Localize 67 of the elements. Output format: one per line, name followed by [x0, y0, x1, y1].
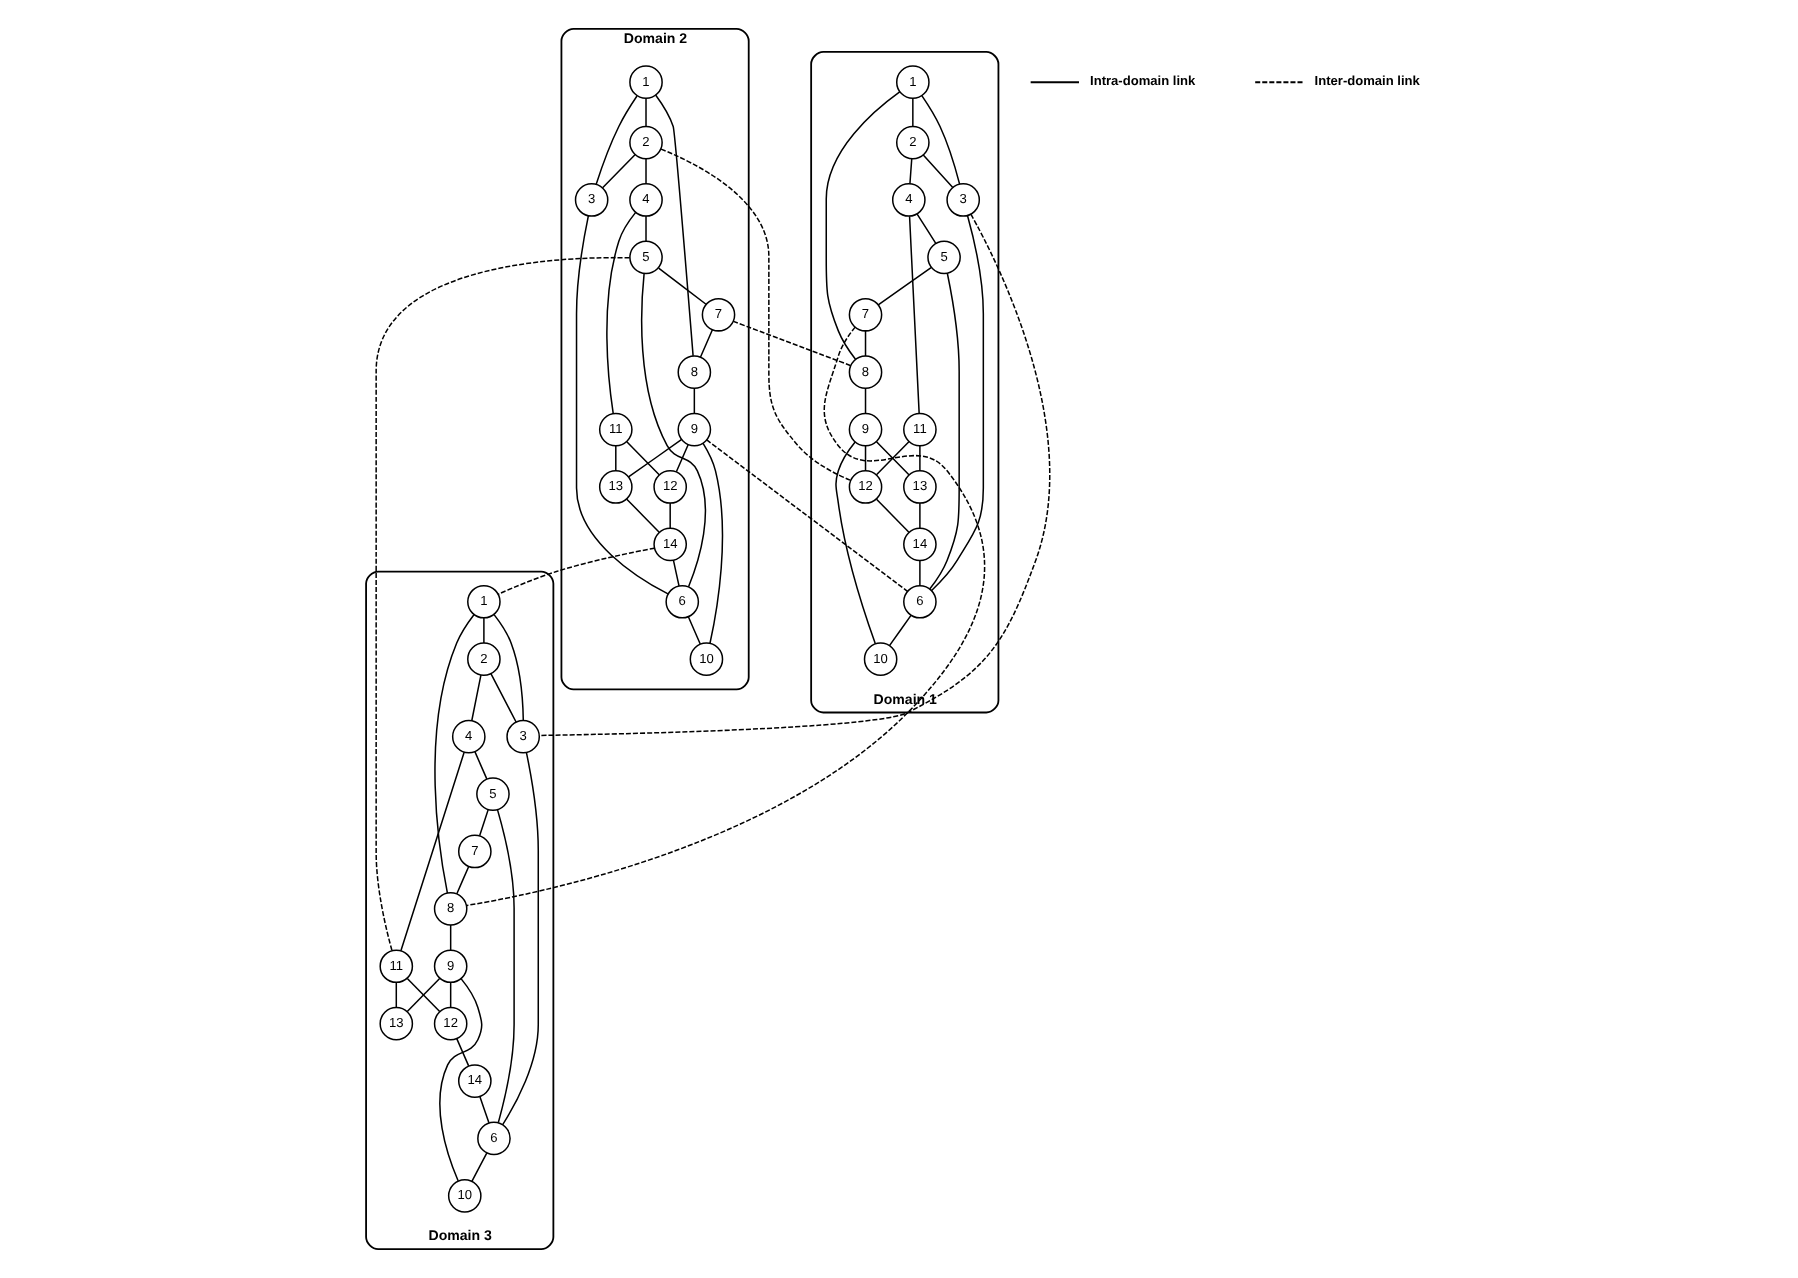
connector — [835, 441, 877, 645]
connector — [645, 215, 647, 242]
connector — [465, 326, 986, 907]
connector — [864, 330, 867, 357]
connector — [864, 444, 867, 472]
connector — [672, 559, 680, 587]
connector — [490, 672, 517, 723]
connector — [439, 977, 483, 1182]
connector — [538, 213, 1051, 737]
connector — [930, 215, 985, 592]
connector — [875, 498, 910, 533]
connector — [501, 751, 540, 1126]
connector — [626, 498, 660, 533]
connector — [916, 213, 937, 245]
connector — [645, 97, 647, 127]
connector — [493, 613, 525, 722]
connector — [627, 438, 683, 478]
connector — [669, 502, 671, 529]
connector — [693, 387, 696, 415]
connector — [483, 617, 485, 644]
connector — [497, 547, 656, 595]
connector — [471, 1152, 488, 1183]
connector — [375, 256, 631, 952]
connector — [640, 272, 707, 588]
connector — [595, 95, 638, 186]
connector — [919, 444, 921, 472]
connector — [929, 272, 960, 590]
connector — [732, 320, 852, 367]
connector — [496, 809, 515, 1124]
connector — [919, 502, 921, 529]
connector — [606, 211, 637, 415]
connector — [575, 215, 669, 595]
connector — [919, 559, 921, 587]
connector — [864, 387, 867, 415]
connector — [449, 981, 452, 1009]
connector — [660, 148, 852, 482]
connector — [706, 439, 909, 593]
connector — [909, 157, 913, 185]
connector — [456, 1037, 470, 1067]
connector — [825, 91, 901, 360]
connector — [601, 154, 636, 189]
connector — [699, 329, 714, 358]
connector — [471, 674, 482, 722]
connector — [657, 267, 707, 305]
connector — [875, 441, 910, 476]
connector — [922, 154, 954, 189]
connector — [626, 441, 660, 476]
connector — [478, 808, 489, 837]
connector — [400, 751, 465, 952]
connector — [474, 750, 488, 780]
connector — [479, 1095, 490, 1124]
connector — [456, 865, 470, 895]
connector — [675, 443, 689, 473]
connector — [921, 94, 961, 185]
connector — [406, 977, 441, 1013]
connector — [702, 442, 724, 645]
connector — [449, 924, 452, 951]
connector — [615, 444, 617, 472]
connector — [908, 215, 920, 415]
connector — [655, 94, 694, 357]
connector — [687, 615, 701, 645]
connector — [395, 981, 398, 1009]
connector — [645, 157, 647, 185]
connector — [888, 614, 912, 647]
connector — [434, 613, 475, 894]
connector — [912, 97, 914, 127]
connector — [877, 266, 932, 306]
